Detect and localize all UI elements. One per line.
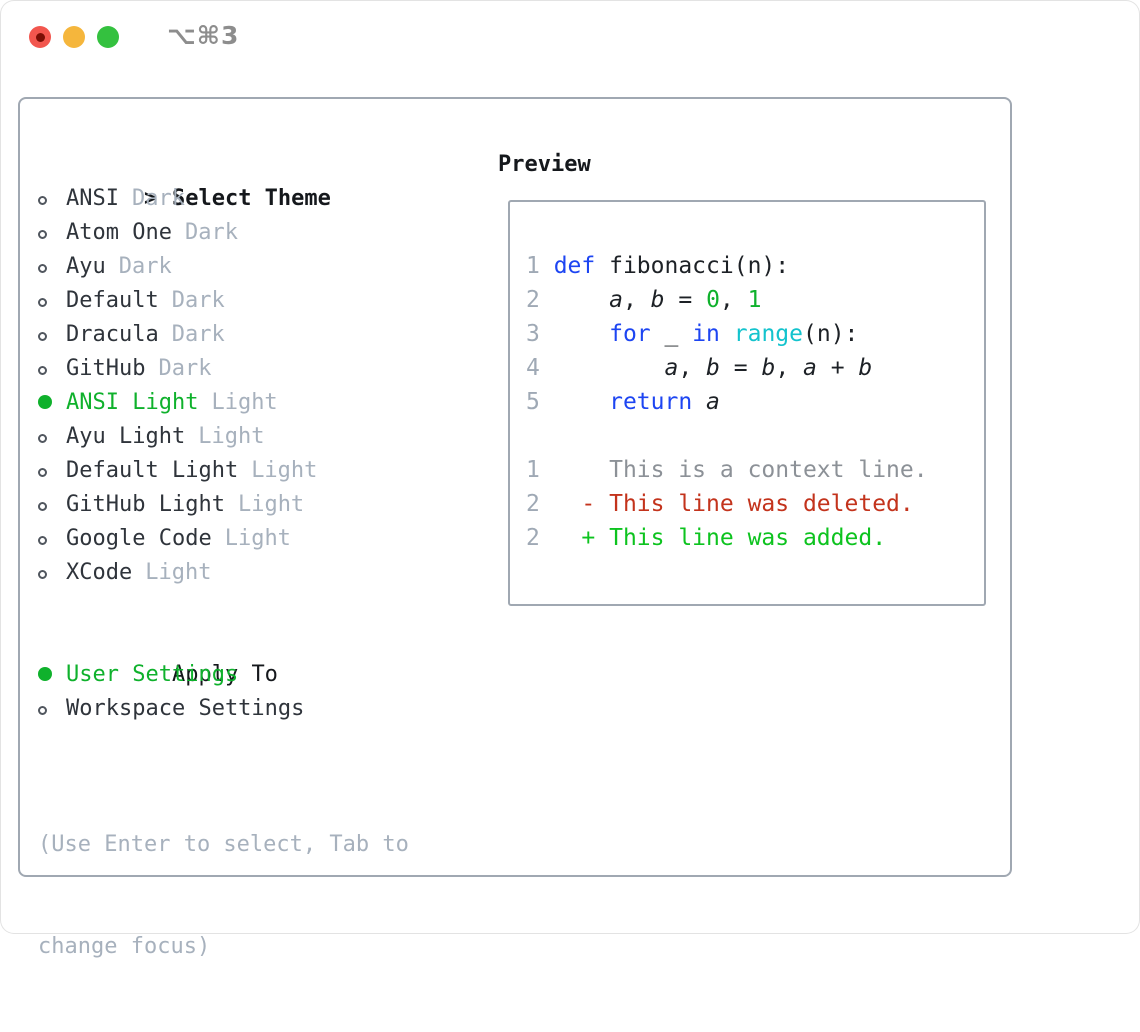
radio-icon (38, 216, 66, 250)
theme-name: Default (66, 288, 159, 313)
line-number: 2 (526, 287, 554, 313)
theme-item-dracula[interactable]: Dracula Dark (38, 318, 488, 352)
radio-icon (38, 182, 66, 216)
theme-item-ayu[interactable]: Ayu Dark (38, 250, 488, 284)
theme-name: GitHub (66, 356, 145, 381)
theme-name: XCode (66, 560, 132, 585)
theme-variant-tag: Dark (172, 322, 225, 347)
minimize-button[interactable] (63, 26, 85, 48)
hint-line-2: change focus) (38, 930, 488, 964)
theme-variant-tag: Light (211, 390, 277, 415)
theme-item-atom-one[interactable]: Atom One Dark (38, 216, 488, 250)
radio-icon (38, 250, 66, 284)
window-title: ⌥⌘3 (167, 21, 239, 50)
radio-icon (38, 284, 66, 318)
theme-variant-tag: Light (238, 492, 304, 517)
theme-name: Ayu (66, 254, 106, 279)
theme-name: Default Light (66, 458, 238, 483)
theme-item-default[interactable]: Default Dark (38, 284, 488, 318)
theme-item-ayu-light[interactable]: Ayu Light Light (38, 420, 488, 454)
titlebar: ⌥⌘3 (0, 0, 1140, 75)
line-number: 1 (526, 253, 554, 279)
theme-name: GitHub Light (66, 492, 225, 517)
theme-name: ANSI Light (66, 390, 198, 415)
diff-line-deleted: 2 - This line was deleted. (526, 487, 928, 521)
radio-icon (38, 454, 66, 488)
theme-item-github[interactable]: GitHub Dark (38, 352, 488, 386)
line-number: 1 (526, 457, 554, 483)
code-line: 2 a, b = 0, 1 (526, 283, 928, 317)
theme-name: ANSI (66, 186, 119, 211)
theme-name: Ayu Light (66, 424, 185, 449)
radio-icon (38, 488, 66, 522)
theme-variant-tag: Dark (185, 220, 238, 245)
radio-icon (38, 692, 66, 726)
theme-name: Atom One (66, 220, 172, 245)
theme-item-github-light[interactable]: GitHub Light Light (38, 488, 488, 522)
record-dot-icon (36, 33, 45, 42)
line-number: 2 (526, 525, 554, 551)
blank-line (526, 419, 928, 453)
spacer (38, 726, 488, 760)
desktop: { "window": { "title": "⌥⌘3", "traffic_l… (0, 0, 1140, 934)
theme-item-google-code[interactable]: Google Code Light (38, 522, 488, 556)
code-line: 5 return a (526, 385, 928, 419)
theme-variant-tag: Dark (119, 254, 172, 279)
code-line: 3 for _ in range(n): (526, 317, 928, 351)
spacer (38, 590, 488, 624)
line-number: 2 (526, 491, 554, 517)
theme-name: Google Code (66, 526, 212, 551)
theme-list-header: >Select Theme (38, 148, 488, 182)
line-number: 5 (526, 389, 554, 415)
hint-text: (Use Enter to select, Tab to change focu… (38, 760, 488, 1032)
close-button[interactable] (29, 26, 51, 48)
apply-option-name: Workspace Settings (66, 696, 304, 721)
theme-list-title: Select Theme (172, 186, 331, 211)
line-number: 3 (526, 321, 554, 347)
theme-variant-tag: Dark (172, 288, 225, 313)
theme-item-ansi-light[interactable]: ANSI Light Light (38, 386, 488, 420)
radio-icon (38, 420, 66, 454)
radio-icon (38, 318, 66, 352)
line-number: 4 (526, 355, 554, 381)
theme-variant-tag: Light (225, 526, 291, 551)
theme-variant-tag: Light (251, 458, 317, 483)
theme-variant-tag: Light (198, 424, 264, 449)
radio-selected-icon (38, 658, 66, 692)
theme-variant-tag: Light (145, 560, 211, 585)
zoom-button[interactable] (97, 26, 119, 48)
hint-line-1: (Use Enter to select, Tab to (38, 828, 488, 862)
code-line: 4 a, b = b, a + b (526, 351, 928, 385)
radio-icon (38, 352, 66, 386)
theme-item-xcode[interactable]: XCode Light (38, 556, 488, 590)
preview-header: Preview (498, 148, 591, 182)
diff-line-added: 2 + This line was added. (526, 521, 928, 555)
apply-option-workspace-settings[interactable]: Workspace Settings (38, 692, 488, 726)
theme-variant-tag: Dark (132, 186, 185, 211)
radio-selected-icon (38, 386, 66, 420)
diff-line-context: 1 This is a context line. (526, 453, 928, 487)
theme-name: Dracula (66, 322, 159, 347)
apply-to-header: Apply To (38, 624, 488, 658)
theme-item-default-light[interactable]: Default Light Light (38, 454, 488, 488)
apply-option-name: User Settings (66, 662, 238, 687)
radio-icon (38, 522, 66, 556)
code-line: 1 def fibonacci(n): (526, 249, 928, 283)
radio-icon (38, 556, 66, 590)
theme-variant-tag: Dark (158, 356, 211, 381)
